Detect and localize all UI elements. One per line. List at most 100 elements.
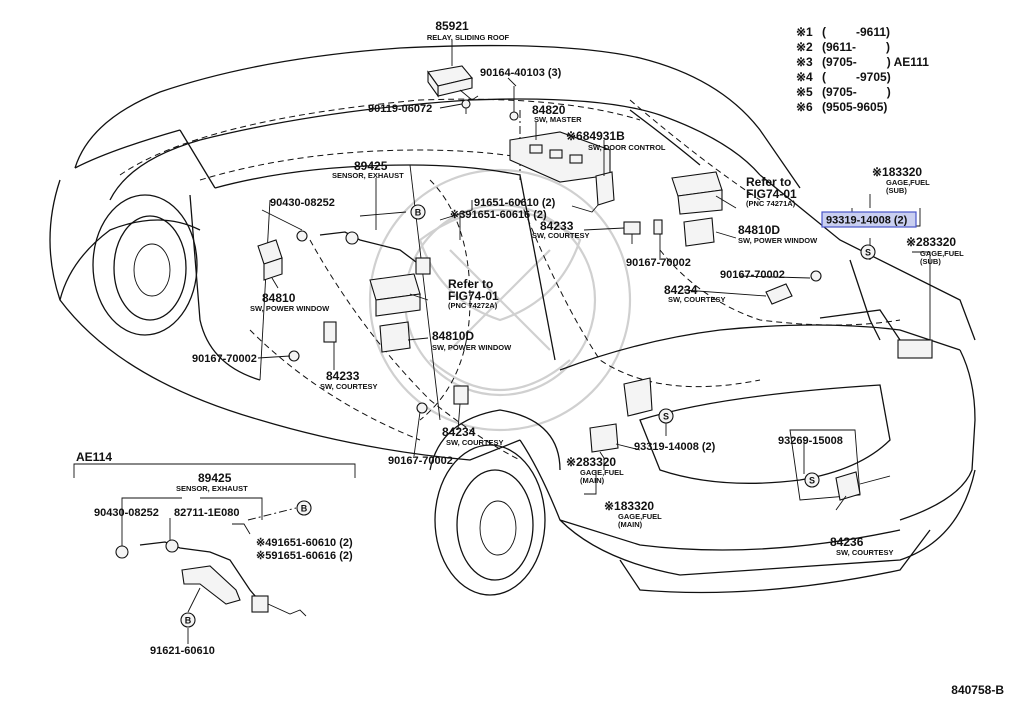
legend-mark-1: ※1: [796, 25, 813, 39]
courtesy-bolt-right: [653, 219, 663, 235]
legend-text-2: (9611- ): [822, 40, 890, 54]
svg-text:SW, POWER WINDOW: SW, POWER WINDOW: [250, 304, 330, 313]
legend-mark-6: ※6: [796, 100, 813, 114]
ae114-label-82711[interactable]: 82711-1E080: [174, 507, 239, 519]
svg-text:89425: 89425: [198, 471, 232, 485]
svg-text:SENSOR, EXHAUST: SENSOR, EXHAUST: [176, 484, 248, 493]
ae114-label-91621[interactable]: 91621-60610: [150, 645, 215, 657]
svg-text:※283320: ※283320: [566, 455, 616, 469]
power-window-switch-right: [671, 171, 723, 247]
legend-mark-4: ※4: [796, 70, 813, 84]
svg-text:84810D: 84810D: [738, 223, 780, 237]
svg-text:84234: 84234: [442, 425, 476, 439]
svg-text:GAGE,FUEL: GAGE,FUEL: [920, 249, 964, 258]
label-84236[interactable]: 84236 SW, COURTESY: [830, 535, 894, 557]
label-90167-70002-bottom[interactable]: 90167-70002: [388, 455, 453, 467]
ae114-label-91651-60616[interactable]: ※591651-60616 (2): [256, 550, 353, 562]
svg-text:90167-70002: 90167-70002: [626, 257, 691, 269]
svg-text:SW, COURTESY: SW, COURTESY: [446, 438, 504, 447]
svg-text:84810: 84810: [262, 291, 296, 305]
label-84931b[interactable]: ※684931B SW, DOOR CONTROL: [566, 129, 666, 152]
label-91651-60610[interactable]: 91651-60610 (2): [474, 197, 556, 209]
ae114-label-89425[interactable]: 89425 SENSOR, EXHAUST: [176, 471, 248, 493]
label-84234-left[interactable]: 84234 SW, COURTESY: [442, 425, 504, 447]
label-93319-14008-highlighted[interactable]: 93319-14008 (2): [821, 211, 917, 228]
master-switch: [509, 131, 611, 183]
label-90119-06072[interactable]: 90119-06072: [368, 103, 432, 115]
svg-text:SW, COURTESY: SW, COURTESY: [320, 382, 378, 391]
callout-s-main: S: [658, 408, 674, 424]
label-90430-08252[interactable]: 90430-08252: [270, 197, 335, 209]
label-83320-main2[interactable]: ※283320 GAGE,FUEL (MAIN): [566, 455, 624, 485]
courtesy-switch-left: [323, 321, 337, 343]
svg-text:Refer to: Refer to: [448, 277, 493, 291]
label-93319-14008[interactable]: 93319-14008 (2): [634, 441, 716, 453]
svg-text:(SUB): (SUB): [920, 257, 941, 266]
svg-text:93319-14008 (2): 93319-14008 (2): [826, 215, 908, 227]
svg-text:90430-08252: 90430-08252: [270, 197, 335, 209]
label-83320-sub1[interactable]: ※183320 GAGE,FUEL (SUB): [872, 165, 930, 195]
fuel-gauge-main: [589, 423, 619, 453]
svg-text:Refer to: Refer to: [746, 175, 791, 189]
label-refer-fig74-left[interactable]: Refer to FIG74-01 (PNC 74272A): [448, 277, 499, 310]
svg-text:(MAIN): (MAIN): [580, 476, 605, 485]
svg-text:91651-60610 (2): 91651-60610 (2): [474, 197, 556, 209]
leader-lines: [257, 40, 931, 511]
label-84820[interactable]: 84820 SW, MASTER: [532, 103, 582, 124]
ae114-label-90430[interactable]: 90430-08252: [94, 507, 159, 519]
label-89425[interactable]: 89425 SENSOR, EXHAUST: [332, 159, 404, 180]
courtesy-switch-84234-left: [416, 385, 469, 414]
courtesy-switch-84236: [835, 471, 891, 501]
label-refer-fig74-right[interactable]: Refer to FIG74-01 (PNC 74271A): [746, 175, 797, 208]
legend-text-1: ( -9611): [822, 25, 890, 39]
courtesy-switch-84234-right: [765, 270, 822, 305]
svg-text:※183320: ※183320: [872, 165, 922, 179]
svg-text:S: S: [663, 412, 669, 422]
svg-text:SW, DOOR CONTROL: SW, DOOR CONTROL: [588, 143, 666, 152]
door-control-switch: [571, 171, 615, 213]
svg-text:※391651-60616 (2): ※391651-60616 (2): [450, 209, 547, 221]
label-84233-left[interactable]: 84233 SW, COURTESY: [320, 369, 378, 391]
exhaust-sensor: [296, 230, 431, 275]
svg-text:SW, POWER WINDOW: SW, POWER WINDOW: [432, 343, 512, 352]
svg-text:93319-14008 (2): 93319-14008 (2): [634, 441, 716, 453]
svg-text:RELAY, SLIDING ROOF: RELAY, SLIDING ROOF: [427, 33, 510, 42]
label-84810[interactable]: 84810 SW, POWER WINDOW: [250, 291, 330, 313]
label-91651-60616[interactable]: ※391651-60616 (2): [450, 209, 547, 221]
svg-text:89425: 89425: [354, 159, 388, 173]
svg-text:(SUB): (SUB): [886, 186, 907, 195]
label-84233-right[interactable]: 84233 SW, COURTESY: [532, 219, 590, 240]
label-90167-70002-top[interactable]: 90167-70002: [626, 257, 691, 269]
label-83320-sub2[interactable]: ※283320 GAGE,FUEL (SUB): [906, 235, 964, 266]
courtesy-switch-right: [623, 221, 641, 244]
label-90167-70002-left[interactable]: 90167-70002: [192, 353, 257, 365]
trunk-lock-assembly: [623, 377, 653, 417]
legend-text-3: (9705- ) AE111: [822, 55, 929, 69]
svg-text:90164-40103 (3): 90164-40103 (3): [480, 67, 562, 79]
label-84234-right[interactable]: 84234 SW, COURTESY: [664, 283, 726, 304]
inset-title: AE114: [76, 450, 112, 464]
svg-text:GAGE,FUEL: GAGE,FUEL: [618, 512, 662, 521]
svg-text:B: B: [301, 504, 308, 514]
svg-text:(PNC 74271A): (PNC 74271A): [746, 199, 796, 208]
power-window-switch-left: [369, 273, 421, 353]
legend-text-6: (9505-9605): [822, 100, 887, 114]
label-90164-40103[interactable]: 90164-40103 (3): [480, 67, 562, 79]
label-84810d-right[interactable]: 84810D SW, POWER WINDOW: [738, 223, 818, 245]
svg-text:90167-70002: 90167-70002: [720, 269, 785, 281]
svg-text:S: S: [809, 476, 815, 486]
label-90167-70002-right[interactable]: 90167-70002: [720, 269, 785, 281]
svg-text:85921: 85921: [435, 19, 469, 33]
ae114-inset: AE114 B B: [73, 450, 356, 644]
label-93269-15008[interactable]: 93269-15008: [778, 435, 843, 447]
ae114-label-91651-60610[interactable]: ※491651-60610 (2): [256, 537, 353, 549]
sliding-roof-relay: [427, 65, 479, 101]
legend-mark-3: ※3: [796, 55, 813, 69]
label-83320-main1[interactable]: ※183320 GAGE,FUEL (MAIN): [604, 499, 662, 529]
legend-text-4: ( -9705): [822, 70, 891, 84]
label-85921[interactable]: 85921 RELAY, SLIDING ROOF: [427, 19, 510, 42]
callout-s-trunk: S: [804, 472, 820, 488]
legend: ※1 ( -9611) ※2 (9611- ) ※3 (9705- ) AE11…: [796, 25, 929, 114]
label-84810d-left[interactable]: 84810D SW, POWER WINDOW: [432, 329, 512, 352]
svg-text:SW, COURTESY: SW, COURTESY: [532, 231, 590, 240]
